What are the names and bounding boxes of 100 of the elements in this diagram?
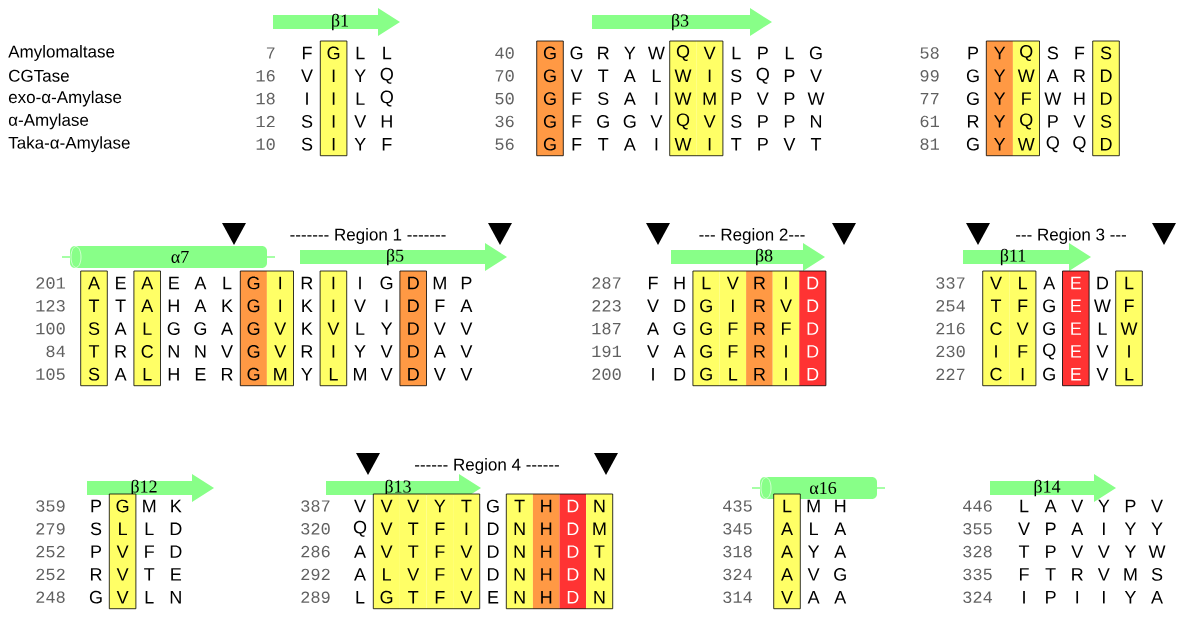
residue-letter: T <box>1018 545 1030 558</box>
residue-letter: I <box>1128 345 1130 358</box>
residue-letter: A <box>673 345 686 358</box>
residue-number: 435 <box>723 500 752 512</box>
residue-letter: D <box>807 322 819 335</box>
residue-number: 252 <box>36 568 65 581</box>
residue-letter: C <box>990 322 1002 335</box>
residue-letter: D <box>567 568 579 581</box>
residue-letter: V <box>380 368 393 381</box>
residue-letter: T <box>408 545 419 558</box>
residue-letter: Q <box>1073 136 1086 153</box>
residue-letter: E <box>1071 368 1082 381</box>
residue-letter: Q <box>676 113 690 130</box>
residue-letter: G <box>247 299 260 313</box>
residue-number: 328 <box>963 545 992 558</box>
residue-letter: W <box>674 138 692 151</box>
sequence-name: Amylomaltase <box>8 45 115 61</box>
residue-letter: C <box>141 345 153 358</box>
residue-letter: V <box>1151 499 1163 513</box>
residue-letter: K <box>222 299 233 312</box>
residue-number: 191 <box>592 345 621 358</box>
residue-letter: A <box>221 322 233 335</box>
residue-letter: M <box>274 368 287 381</box>
residue-letter: A <box>647 322 659 335</box>
residue-letter: T <box>88 345 100 358</box>
residue-letter: Q <box>380 90 393 107</box>
residue-letter: I <box>708 69 711 82</box>
residue-letter: P <box>784 92 795 105</box>
residue-letter: H <box>541 591 552 604</box>
residue-letter: H <box>1074 92 1085 105</box>
residue-letter: R <box>1074 69 1086 82</box>
residue-letter: E <box>1071 345 1082 358</box>
residue-letter: Y <box>434 499 446 513</box>
residue-letter: H <box>168 299 179 312</box>
residue-number: 10 <box>256 138 275 150</box>
residue-letter: A <box>141 299 154 312</box>
sequence-name: CGTase <box>9 69 69 82</box>
residue-letter: W <box>1044 92 1062 105</box>
residue-letter: K <box>171 499 182 513</box>
residue-letter: V <box>433 368 446 381</box>
residue-letter: A <box>834 591 847 604</box>
residue-number: 200 <box>592 368 621 380</box>
residue-letter: G <box>673 322 686 335</box>
residue-letter: N <box>811 115 822 128</box>
residue-letter: I <box>655 92 658 105</box>
residue-letter: L <box>356 322 365 335</box>
residue-letter: P <box>1046 522 1056 535</box>
residue-letter: F <box>572 115 582 128</box>
residue-letter: Q <box>380 67 393 84</box>
residue-number: 216 <box>936 322 965 335</box>
residue-number: 359 <box>36 500 65 512</box>
residue-letter: G <box>570 46 583 60</box>
residue-letter: I <box>1102 522 1105 535</box>
residue-letter: A <box>354 568 366 581</box>
residue-letter: V <box>781 591 793 604</box>
residue-letter: I <box>708 138 711 151</box>
residue-letter: N <box>594 568 605 581</box>
residue-letter: L <box>810 522 818 535</box>
residue-number: 81 <box>920 138 939 150</box>
residue-number: 16 <box>256 70 275 82</box>
residue-letter: G <box>623 115 636 128</box>
residue-letter: G <box>247 322 260 335</box>
residue-letter: T <box>990 299 1002 312</box>
residue-letter: V <box>570 69 583 82</box>
residue-letter: G <box>247 367 260 381</box>
residue-letter: P <box>784 69 795 82</box>
residue-letter: G <box>1043 367 1055 381</box>
residue-letter: R <box>301 345 313 358</box>
residue-letter: D <box>170 545 182 558</box>
residue-letter: W <box>807 92 825 105</box>
residue-letter: D <box>488 545 499 558</box>
residue-letter: V <box>460 591 473 604</box>
residue-number: 7 <box>266 47 275 59</box>
region-label: --- Region 2--- <box>699 228 805 244</box>
residue-letter: D <box>1101 92 1112 105</box>
residue-letter: G <box>1043 299 1055 313</box>
residue-letter: L <box>383 568 391 581</box>
residue-letter: F <box>435 299 445 312</box>
residue-letter: V <box>380 499 393 513</box>
residue-letter: G <box>1043 322 1055 335</box>
residue-number: 123 <box>36 300 65 312</box>
residue-number: 99 <box>920 70 939 82</box>
residue-letter: Y <box>1098 499 1110 513</box>
residue-letter: P <box>758 115 768 128</box>
residue-letter: G <box>380 590 393 604</box>
residue-letter: A <box>1071 522 1084 535</box>
residue-letter: D <box>807 345 819 358</box>
residue-letter: S <box>1151 568 1163 581</box>
residue-letter: S <box>1100 46 1112 60</box>
residue-letter: I <box>332 115 335 128</box>
residue-letter: N <box>594 591 605 604</box>
residue-letter: R <box>754 299 766 312</box>
residue-letter: N <box>514 522 525 535</box>
residue-letter: M <box>807 499 820 513</box>
residue-number: 286 <box>301 545 330 558</box>
residue-letter: Y <box>994 46 1006 60</box>
residue-letter: T <box>514 499 525 513</box>
residue-letter: Y <box>354 345 366 358</box>
residue-letter: N <box>514 568 525 581</box>
residue-number: 40 <box>495 47 514 59</box>
